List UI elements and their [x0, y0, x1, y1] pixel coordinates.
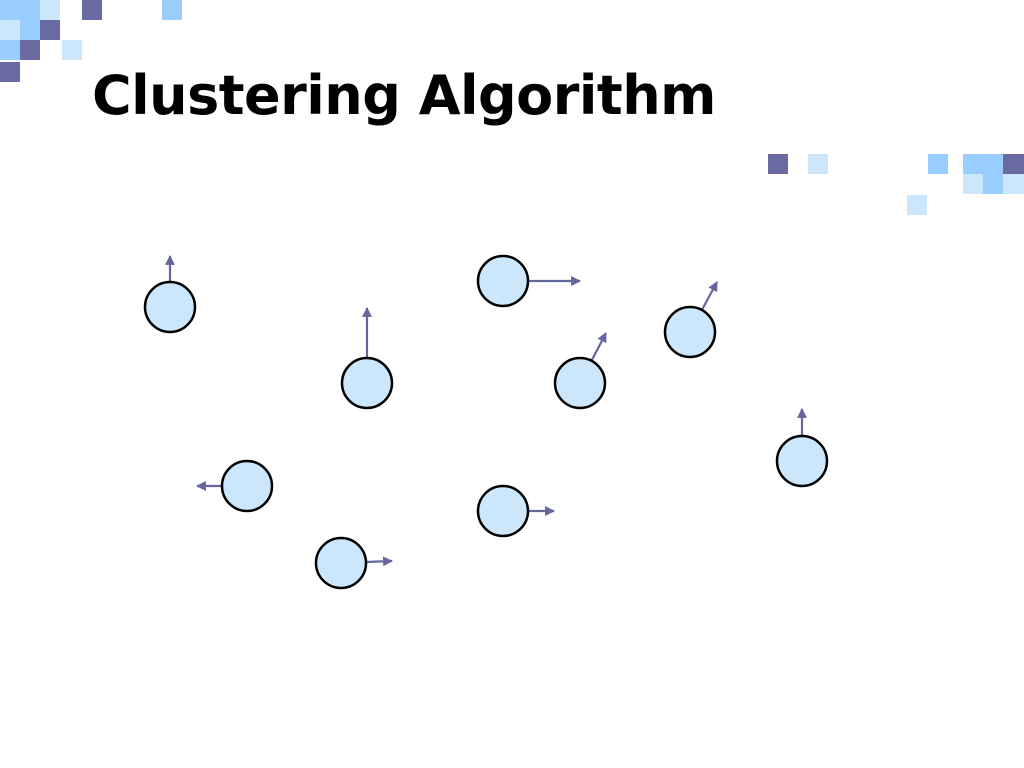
decorative-tile [20, 0, 40, 20]
cluster-node [340, 356, 394, 410]
decorative-tile [0, 62, 20, 82]
decorative-tile [62, 40, 82, 60]
cluster-node [553, 356, 607, 410]
slide-title: Clustering Algorithm [92, 64, 716, 127]
cluster-node [220, 459, 274, 513]
decorative-tile [983, 154, 1003, 174]
direction-arrow-up-right [590, 332, 607, 362]
decorative-tile [808, 154, 828, 174]
decorative-tile [907, 195, 927, 215]
cluster-node [775, 434, 829, 488]
cluster-node [476, 484, 530, 538]
decorative-tile [0, 0, 20, 20]
cluster-node [476, 254, 530, 308]
decorative-tile [963, 154, 983, 174]
decorative-tile [1003, 154, 1024, 174]
decorative-tile [20, 20, 40, 40]
decorative-tile [162, 0, 182, 20]
decorative-tile [963, 174, 983, 194]
cluster-node [143, 280, 197, 334]
decorative-tile [928, 154, 948, 174]
cluster-node [663, 305, 717, 359]
cluster-node [314, 536, 368, 590]
decorative-tile [20, 40, 40, 60]
decorative-tile [40, 20, 60, 40]
decorative-tile [1003, 174, 1024, 194]
decorative-tile [0, 20, 20, 40]
decorative-tile [768, 154, 788, 174]
direction-arrow-up-right [700, 281, 718, 311]
decorative-tile [983, 174, 1003, 194]
decorative-tile [82, 0, 102, 20]
direction-arrow-right [365, 556, 393, 567]
decorative-tile [0, 40, 20, 60]
decorative-tile [40, 0, 60, 20]
